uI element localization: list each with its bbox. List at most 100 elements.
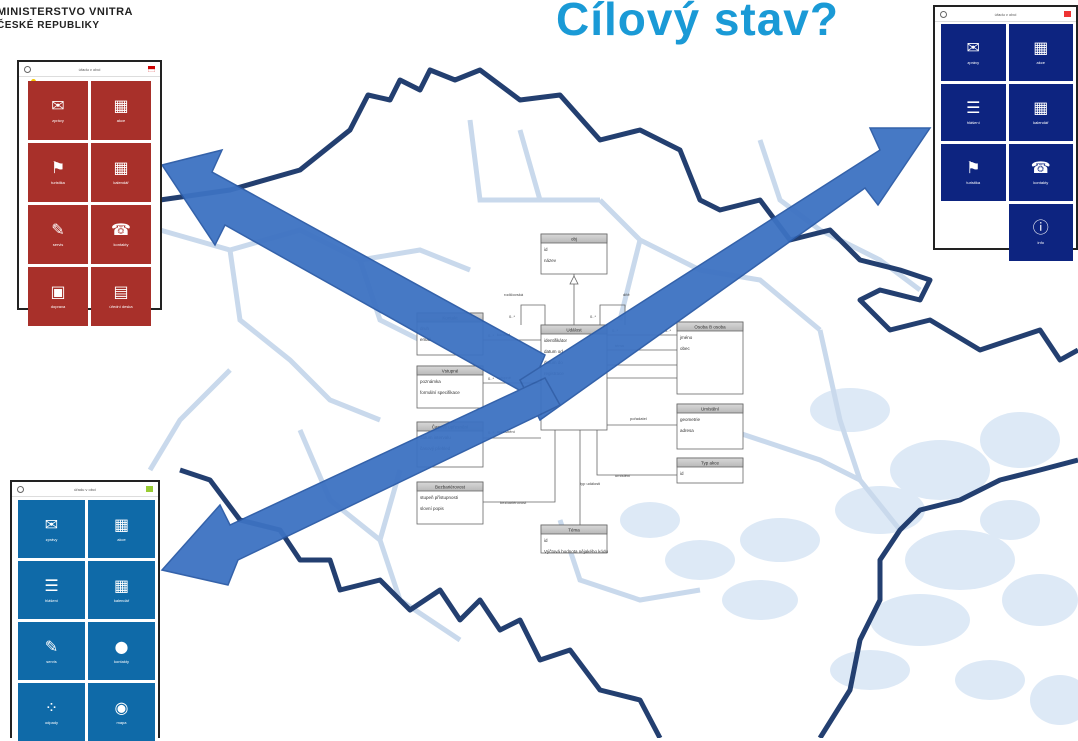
arrow-to-top-right (519, 127, 932, 422)
page-title: Cílový stav? (556, 0, 839, 45)
uml-connector-label: 0..* (590, 314, 596, 319)
tile-zprávy[interactable]: ✉ zprávy (941, 24, 1006, 81)
tile-label: kalendář (1033, 120, 1049, 125)
calendar-icon: ▦ (113, 514, 130, 534)
ministry-line-2: ČESKÉ REPUBLIKY (0, 20, 100, 31)
uml-connector-label: dítě (623, 292, 630, 297)
phone-navy-app: úřadu v obci ✉ zprávy ▦ akce ☰ hlášení ▦ kalend… (933, 5, 1078, 261)
uml-class-title: Osoba či osoba (694, 325, 726, 330)
flag-icon[interactable] (145, 486, 153, 492)
app-bar-title: úřadu v obci (78, 66, 101, 72)
tile-kalendář[interactable]: ▦kalendář (91, 143, 151, 202)
uml-attribute: obec (680, 346, 691, 351)
ministry-line-1: MINISTERSTVO VNITRA (0, 6, 134, 18)
tile-turistika[interactable]: ⚑turistika (941, 144, 1006, 201)
grid-icon: ▦ (113, 575, 130, 595)
tile-label: hlášení (45, 597, 58, 603)
chat-icon: ☰ (966, 98, 981, 117)
app-bar-title: úřadu v obci (74, 486, 96, 492)
tile-servis[interactable]: ✎servis (18, 622, 85, 680)
calendar-icon: ▦ (1033, 38, 1049, 57)
uml-attribute: id (544, 247, 548, 252)
uml-attribute: geometrie (680, 417, 701, 422)
uml-attribute: slovní popis (420, 506, 445, 511)
tile-zprávy[interactable]: ✉ zprávy (28, 81, 88, 140)
uml-connector-label: 0..* (665, 328, 671, 333)
tile-label: doprava (50, 304, 66, 309)
info-icon: ⓘ (1032, 218, 1049, 237)
tile-label: kalendář (113, 180, 129, 185)
sync-icon[interactable] (17, 485, 24, 493)
uml-class-title: Umístění (701, 407, 720, 412)
grid-icon: ▦ (1033, 98, 1049, 117)
tile-label: akce (116, 118, 126, 123)
tile-odpady[interactable]: ⁘ odpady (18, 683, 85, 741)
tile-akce[interactable]: ▦ akce (1008, 24, 1073, 81)
tile-hlášení[interactable]: ☰ hlášení (941, 84, 1006, 141)
tile-kontakty[interactable]: ☎kontakty (1008, 144, 1073, 201)
tile-kalendář[interactable]: ▦ kalendář (1008, 84, 1073, 141)
sync-icon[interactable] (940, 10, 947, 18)
tile-kontakty[interactable]: ☎kontakty (91, 205, 151, 264)
tile-label: akce (1036, 60, 1045, 65)
wrench-icon: ✎ (51, 220, 65, 239)
signpost-icon: ⚑ (966, 158, 981, 177)
pin-icon: ◉ (114, 697, 129, 717)
tile-label: kontakty (113, 242, 129, 247)
app-bar-title: úřadu v obci (994, 11, 1017, 17)
tile-turistika[interactable]: ⚑turistika (28, 143, 88, 202)
tile-label: kontakty (114, 658, 129, 664)
uml-class-title: Událost (566, 328, 582, 333)
tile-label: zprávy (967, 60, 980, 65)
tile-hlášení[interactable]: ☰hlášení (18, 561, 85, 619)
tile-kalendář[interactable]: ▦ kalendář (88, 561, 155, 619)
tile-label: zprávy (52, 118, 64, 123)
tile-akce[interactable]: ▦ akce (91, 81, 151, 140)
tile-zprávy[interactable]: ✉zprávy (18, 500, 85, 558)
tile-grid: ✉zprávy▦akce☰hlášení ▦ kalendář ✎servis ● kon… (18, 500, 155, 741)
app-top-bar: úřadu v obci (19, 62, 160, 77)
uml-class-title: Bezbariérovost (435, 485, 466, 490)
flag-icon[interactable] (1063, 11, 1071, 17)
uml-attribute: datum od (544, 349, 563, 354)
sync-icon[interactable] (24, 65, 31, 73)
uml-attribute: jméno (679, 335, 693, 340)
uml-connector-label: bezbariérovost (500, 500, 527, 505)
uml-attribute: formální specifikace (420, 390, 460, 395)
tile-label: mapa (116, 719, 127, 725)
person-icon: ● (114, 636, 129, 656)
uml-attribute: stupeň přístupnosti (420, 495, 458, 500)
tile-info[interactable]: ⓘ info (1008, 204, 1073, 261)
tile-label: zprávy (45, 536, 58, 542)
flag-icon[interactable] (147, 66, 155, 72)
uml-class-bezbarier: Bezbariérovost stupeň přístupnosti slovní … (416, 481, 484, 525)
tile-úřední-deska[interactable]: ▤úřední deska (91, 267, 151, 326)
tile-label: hlášení (966, 120, 980, 125)
uml-class-title: Vstupné (442, 369, 459, 374)
tile-kontakty[interactable]: ● kontakty (88, 622, 155, 680)
envelope-icon: ✉ (966, 38, 980, 57)
calendar-icon: ▦ (113, 96, 129, 115)
uml-connector-label: typ události (580, 481, 600, 486)
tile-label: odpady (44, 719, 59, 725)
tile-doprava[interactable]: ▣doprava (28, 267, 88, 326)
tile-servis[interactable]: ✎servis (28, 205, 88, 264)
sign-icon: ▤ (113, 282, 129, 301)
app-top-bar: úřadu v obci (935, 7, 1076, 22)
uml-connector-label: 0..* (488, 376, 494, 381)
tile-mapa[interactable]: ◉ mapa (88, 683, 155, 741)
uml-connector-label: 0..* (509, 314, 515, 319)
tile-akce[interactable]: ▦akce (88, 500, 155, 558)
tile-label: info (1037, 240, 1044, 245)
uml-class-title: Téma (568, 528, 580, 533)
dots-icon: ⁘ (44, 697, 59, 717)
tile-label: kalendář (113, 597, 130, 603)
envelope-icon: ✉ (51, 96, 65, 115)
